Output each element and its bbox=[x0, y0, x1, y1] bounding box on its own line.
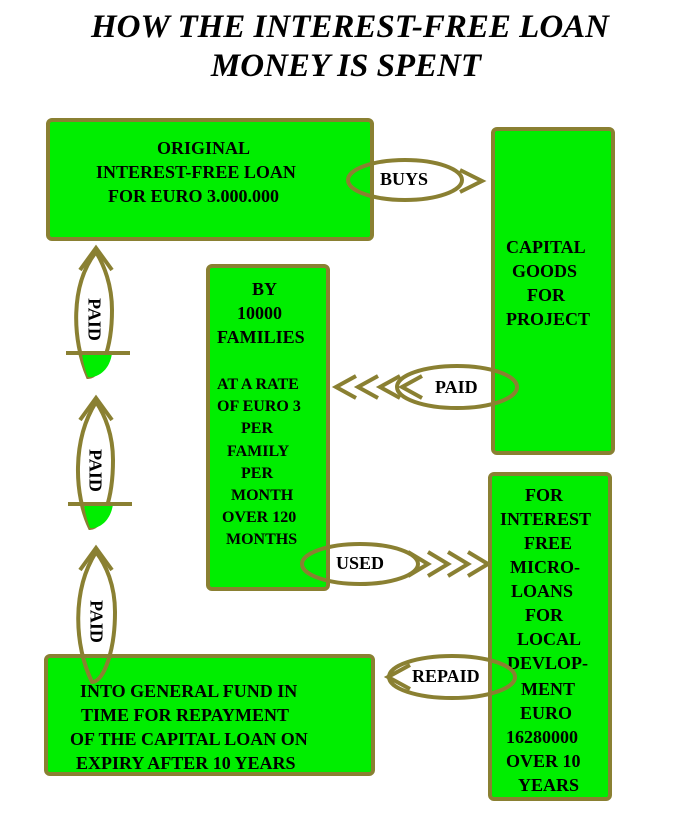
micro-line: YEARS bbox=[518, 775, 580, 795]
used-chevron bbox=[426, 550, 452, 578]
micro-line: LOANS bbox=[511, 581, 574, 601]
paid-chevron bbox=[397, 374, 423, 400]
micro-line: DEVLOP- bbox=[507, 653, 588, 673]
paid-chevron bbox=[331, 374, 357, 400]
rate-line: MONTH bbox=[231, 487, 294, 504]
families-line: BY bbox=[252, 279, 278, 299]
capital-line: GOODS bbox=[512, 261, 578, 281]
capital-line: CAPITAL bbox=[506, 237, 586, 257]
micro-line: FREE bbox=[524, 533, 573, 553]
rate-line: PER bbox=[241, 465, 273, 482]
loan-line: ORIGINAL bbox=[157, 138, 251, 158]
families-box bbox=[206, 264, 330, 591]
micro-line: FOR bbox=[525, 605, 563, 625]
fund-line: TIME FOR REPAYMENT bbox=[81, 705, 290, 725]
used-chevron bbox=[446, 550, 472, 578]
families-line: FAMILIES bbox=[217, 327, 305, 347]
repaid-label: REPAID bbox=[412, 666, 480, 686]
rate-line: FAMILY bbox=[227, 443, 290, 460]
general-fund-box bbox=[44, 654, 375, 776]
families-line: 10000 bbox=[237, 303, 282, 323]
paid-vertical-label-2: PAID bbox=[85, 449, 106, 492]
paid-chevron bbox=[375, 374, 401, 400]
loan-line: INTEREST-FREE LOAN bbox=[96, 162, 296, 182]
micro-line: MENT bbox=[521, 679, 575, 699]
rate-line: PER bbox=[241, 420, 273, 437]
original-loan-box bbox=[46, 118, 374, 241]
buys-oval bbox=[346, 158, 464, 202]
fund-line: OF THE CAPITAL LOAN ON bbox=[70, 729, 308, 749]
micro-line: INTEREST bbox=[500, 509, 592, 529]
micro-line: 16280000 bbox=[506, 727, 578, 747]
repaid-arrowhead bbox=[383, 663, 411, 691]
paid-label: PAID bbox=[435, 377, 478, 397]
micro-line: FOR bbox=[525, 485, 563, 505]
used-oval bbox=[300, 542, 420, 586]
buys-label: BUYS bbox=[380, 169, 429, 189]
paid-vertical-label-3: PAID bbox=[86, 600, 107, 643]
title-line-1: HOW THE INTEREST-FREE LOAN bbox=[90, 9, 610, 45]
paid-vertical-label-1: PAID bbox=[84, 298, 105, 341]
paid-left-oval bbox=[395, 364, 519, 410]
capital-line: FOR bbox=[527, 285, 565, 305]
buys-arrowhead bbox=[459, 168, 487, 194]
used-label: USED bbox=[336, 553, 385, 573]
rate-line: AT A RATE bbox=[217, 376, 299, 393]
rate-line: OVER 120 bbox=[222, 509, 297, 526]
micro-line: MICRO- bbox=[510, 557, 580, 577]
micro-line: EURO bbox=[520, 703, 573, 723]
capital-goods-box bbox=[491, 127, 615, 455]
used-chevron bbox=[406, 550, 432, 578]
title-line-2: MONEY IS SPENT bbox=[210, 48, 482, 84]
used-chevron bbox=[466, 550, 492, 578]
paid-vertical-3 bbox=[76, 544, 118, 685]
paid-chevron bbox=[353, 374, 379, 400]
micro-line: LOCAL bbox=[517, 629, 582, 649]
loan-line: FOR EURO 3.000.000 bbox=[108, 186, 279, 206]
rate-line: OF EURO 3 bbox=[217, 398, 301, 415]
fund-line: EXPIRY AFTER 10 YEARS bbox=[76, 753, 296, 773]
rate-line: MONTHS bbox=[226, 531, 298, 548]
fund-line: INTO GENERAL FUND IN bbox=[80, 681, 298, 701]
micro-line: OVER 10 bbox=[506, 751, 581, 771]
micro-loans-box bbox=[488, 472, 612, 801]
capital-line: PROJECT bbox=[506, 309, 591, 329]
